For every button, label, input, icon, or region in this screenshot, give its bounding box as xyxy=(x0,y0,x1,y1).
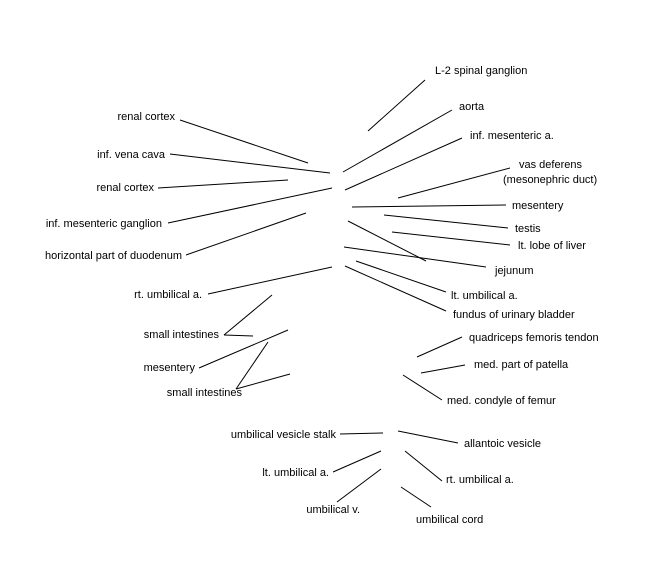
label-med-condyle-of-femur: med. condyle of femur xyxy=(447,395,556,407)
leader-line-med-part-of-patella xyxy=(420,364,466,374)
leader-lines xyxy=(157,79,511,508)
label-jejunum: jejunum xyxy=(494,265,534,277)
leader-line-l2-spinal-ganglion xyxy=(367,79,426,132)
label-renal-cortex-upper: renal cortex xyxy=(118,111,176,123)
label-rt-umbilical-a-upper: rt. umbilical a. xyxy=(134,289,202,301)
label-inf-mesenteric-a: inf. mesenteric a. xyxy=(470,130,554,142)
labels-left: renal cortex inf. vena cava renal cortex… xyxy=(45,111,360,516)
leader-line-umbilical-v xyxy=(336,468,382,503)
label-mesonephric-duct: (mesonephric duct) xyxy=(503,174,597,186)
label-l2-spinal-ganglion: L-2 spinal ganglion xyxy=(435,65,527,77)
leader-line-vas-deferens xyxy=(397,167,511,199)
leader-line-aorta xyxy=(342,109,453,173)
leader-line-small-intestines-upper-b xyxy=(223,334,254,337)
leader-line-small-intestines-lower-a xyxy=(235,341,269,390)
label-umbilical-cord: umbilical cord xyxy=(416,514,483,526)
label-aorta: aorta xyxy=(459,101,485,113)
leader-line-renal-cortex-lower xyxy=(157,179,289,189)
leader-line-quadriceps-femoris-tendon xyxy=(416,336,463,358)
leader-line-allantoic-vesicle xyxy=(397,430,459,444)
leader-line-mesentery-left xyxy=(198,329,289,369)
label-testis: testis xyxy=(515,223,541,235)
label-umbilical-v: umbilical v. xyxy=(306,504,360,516)
label-vas-deferens: vas deferens xyxy=(519,159,582,171)
leader-line-jejunum-a xyxy=(343,246,487,268)
label-mesentery-left: mesentery xyxy=(144,362,196,374)
label-lt-umbilical-a-upper: lt. umbilical a. xyxy=(451,290,518,302)
label-rt-umbilical-a-lower: rt. umbilical a. xyxy=(446,474,514,486)
leader-line-testis xyxy=(383,214,509,229)
label-allantoic-vesicle: allantoic vesicle xyxy=(464,438,541,450)
leader-line-jejunum-b xyxy=(347,220,427,262)
leader-line-rt-umbilical-a-upper xyxy=(207,266,333,295)
label-lt-umbilical-a-lower: lt. umbilical a. xyxy=(262,467,329,479)
leader-line-rt-umbilical-a-lower xyxy=(404,450,443,482)
leader-line-renal-cortex-upper xyxy=(179,119,309,164)
leader-line-lt-umbilical-a-lower xyxy=(332,450,382,473)
leader-line-med-condyle-of-femur xyxy=(402,374,443,401)
leader-line-umbilical-vesicle-stalk xyxy=(339,432,384,435)
leader-line-inf-mesenteric-a xyxy=(344,137,463,191)
leader-line-fundus-of-urinary-bladder xyxy=(344,265,447,312)
leader-line-lt-umbilical-a-upper xyxy=(355,260,447,293)
label-umbilical-vesicle-stalk: umbilical vesicle stalk xyxy=(231,429,337,441)
label-mesentery-right: mesentery xyxy=(512,200,564,212)
label-small-intestines-upper: small intestines xyxy=(144,329,220,341)
label-renal-cortex-lower: renal cortex xyxy=(97,182,155,194)
leader-line-horizontal-part-of-duodenum xyxy=(185,212,307,256)
leader-line-mesentery-right xyxy=(351,204,507,208)
label-fundus-of-urinary-bladder: fundus of urinary bladder xyxy=(453,309,575,321)
label-lt-lobe-of-liver: lt. lobe of liver xyxy=(518,240,586,252)
leader-line-inf-vena-cava xyxy=(169,153,331,174)
label-inf-vena-cava: inf. vena cava xyxy=(97,149,166,161)
leader-line-lt-lobe-of-liver xyxy=(391,231,511,246)
label-horizontal-part-of-duodenum: horizontal part of duodenum xyxy=(45,250,182,262)
label-med-part-of-patella: med. part of patella xyxy=(474,359,569,371)
leader-line-small-intestines-lower-b xyxy=(235,373,291,390)
leader-line-umbilical-cord xyxy=(400,486,432,508)
label-quadriceps-femoris-tendon: quadriceps femoris tendon xyxy=(469,332,599,344)
label-inf-mesenteric-ganglion: inf. mesenteric ganglion xyxy=(46,218,162,230)
leader-line-small-intestines-upper-a xyxy=(223,294,273,336)
labels-right: L-2 spinal ganglion aorta inf. mesenteri… xyxy=(416,65,599,526)
label-small-intestines-lower: small intestines xyxy=(167,387,243,399)
leader-line-inf-mesenteric-ganglion xyxy=(167,187,333,224)
